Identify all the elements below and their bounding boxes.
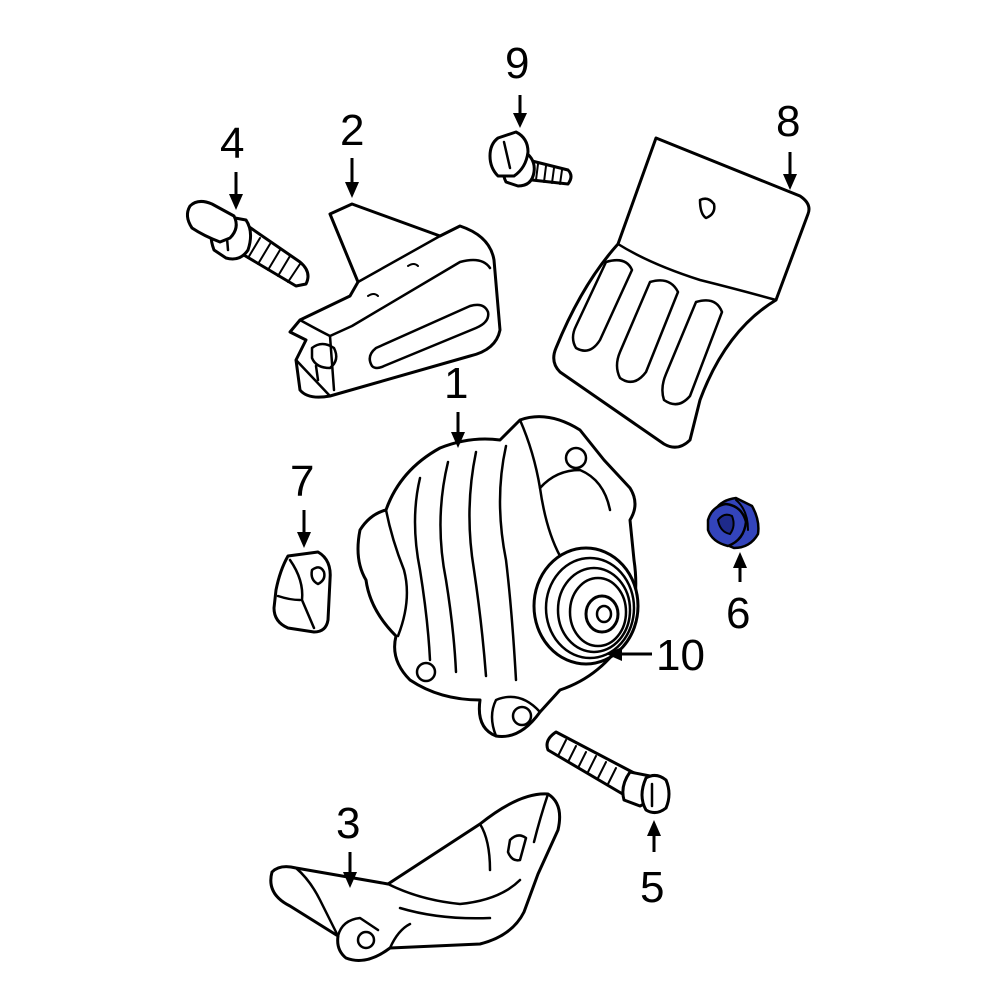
arrow-4 [229, 172, 243, 210]
arrow-1 [451, 412, 465, 448]
arrow-3 [343, 852, 357, 888]
part-2-bracket[interactable] [288, 202, 502, 399]
part-4-bolt[interactable] [185, 199, 310, 288]
part-1-alternator[interactable] [356, 415, 640, 738]
arrow-7 [297, 510, 311, 548]
part-5-bolt[interactable] [545, 730, 671, 815]
callout-2: 2 [340, 106, 364, 155]
part-6-nut[interactable] [706, 496, 760, 550]
part-8-heat-shield[interactable] [552, 136, 811, 449]
part-9-bolt[interactable] [488, 130, 573, 188]
callout-7: 7 [290, 457, 314, 506]
arrow-2 [345, 158, 359, 198]
callout-10: 10 [656, 631, 705, 680]
part-10-pulley[interactable] [532, 546, 640, 666]
arrow-5 [647, 820, 661, 852]
callout-3: 3 [336, 799, 360, 848]
callout-6: 6 [726, 589, 750, 638]
callout-8: 8 [776, 97, 800, 146]
part-3-bracket[interactable] [269, 792, 562, 962]
callout-9: 9 [505, 39, 529, 88]
arrow-6 [733, 552, 747, 582]
arrow-9 [513, 95, 527, 128]
callout-4: 4 [220, 119, 244, 168]
callout-1: 1 [444, 359, 468, 408]
part-7-clip[interactable] [272, 550, 332, 634]
callout-5: 5 [640, 863, 664, 912]
arrow-10 [606, 647, 652, 661]
arrow-8 [783, 152, 797, 190]
